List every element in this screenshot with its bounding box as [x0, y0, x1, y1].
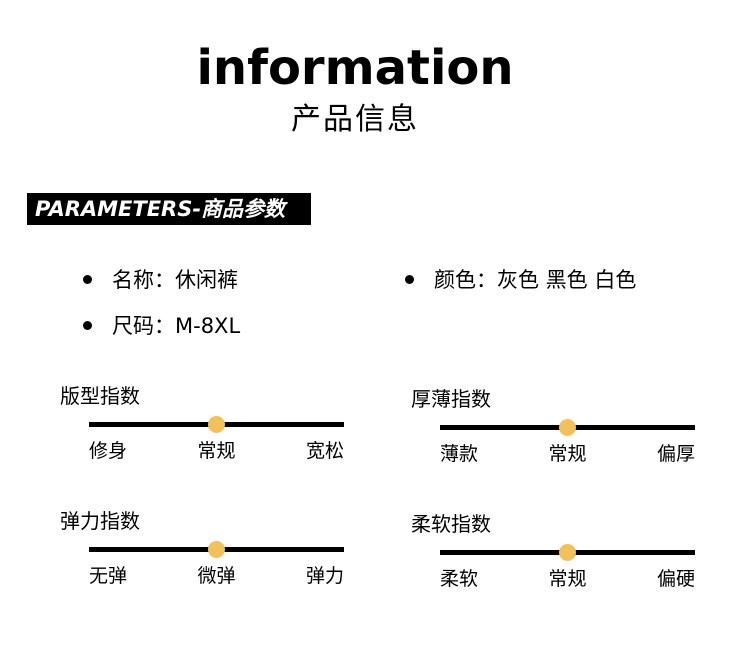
softness-scale-tick-mid: 常规 — [548, 568, 587, 590]
param-color: 颜色：灰色 黑色 白色 — [405, 266, 636, 294]
elasticity-scale-label: 弹力指数 — [60, 509, 140, 533]
elasticity-scale-tick-high: 弹力 — [305, 565, 344, 587]
softness-scale-label: 柔软指数 — [411, 512, 491, 536]
param-color-text: 颜色：灰色 黑色 白色 — [434, 268, 637, 292]
param-size: 尺码：M-8XL — [83, 312, 240, 340]
bullet-icon — [405, 274, 414, 284]
param-name: 名称：休闲裤 — [83, 266, 238, 294]
softness-scale-marker — [559, 544, 576, 561]
parameters-banner: PARAMETERS-商品参数 — [27, 193, 311, 225]
page-title: information — [196, 40, 514, 96]
page-subtitle: 产品信息 — [291, 102, 419, 137]
bullet-icon — [83, 274, 92, 284]
banner-label: PARAMETERS-商品参数 — [35, 197, 286, 221]
param-name-text: 名称：休闲裤 — [112, 268, 238, 292]
thickness-scale-tick-low: 薄款 — [440, 443, 479, 465]
elasticity-scale-marker — [208, 541, 225, 558]
softness-scale-tick-high: 偏硬 — [656, 568, 695, 590]
fit-scale-marker — [208, 416, 225, 433]
fit-scale-tick-mid: 常规 — [197, 440, 236, 462]
softness-scale-tick-low: 柔软 — [440, 568, 479, 590]
thickness-scale-label: 厚薄指数 — [411, 387, 491, 411]
elasticity-scale-tick-mid: 微弹 — [197, 565, 236, 587]
param-size-text: 尺码：M-8XL — [112, 314, 241, 338]
bullet-icon — [83, 320, 92, 330]
fit-scale-tick-high: 宽松 — [305, 440, 344, 462]
elasticity-scale-tick-low: 无弹 — [89, 565, 128, 587]
fit-scale-label: 版型指数 — [60, 384, 140, 408]
fit-scale-tick-low: 修身 — [89, 440, 128, 462]
thickness-scale-marker — [559, 419, 576, 436]
thickness-scale-tick-high: 偏厚 — [656, 443, 695, 465]
thickness-scale-tick-mid: 常规 — [548, 443, 587, 465]
